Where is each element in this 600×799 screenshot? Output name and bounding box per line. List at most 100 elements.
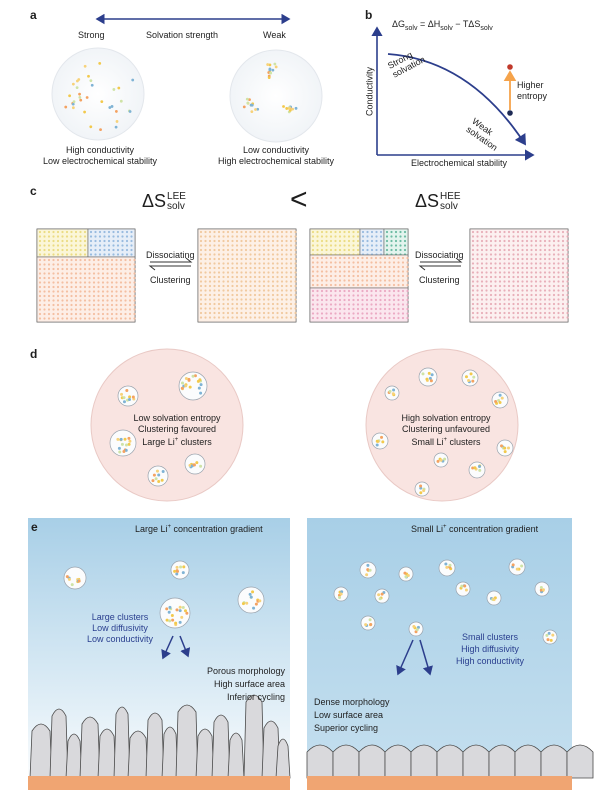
grid-dot [74, 244, 78, 247]
grid-dot [489, 289, 493, 292]
grid-dot [325, 248, 328, 252]
grid-dot [392, 265, 396, 269]
grid-dot [253, 298, 257, 301]
grid-dot [530, 271, 533, 274]
grid-dot [365, 294, 369, 297]
grid-dot [334, 256, 337, 260]
grid-dot [70, 267, 73, 271]
grid-dot [374, 265, 378, 269]
grid-dot [383, 256, 387, 260]
grid-dot [249, 239, 252, 243]
grid-dot [119, 272, 123, 275]
grid-dot [65, 253, 69, 256]
cluster-ion [249, 595, 253, 599]
panel-e-graphics [28, 518, 594, 790]
grid-dot [352, 307, 355, 311]
grid-dot [521, 293, 524, 297]
cluster-ion [167, 610, 171, 614]
grid-dot [258, 280, 261, 283]
grid-dot [525, 298, 529, 301]
grid-dot [347, 283, 351, 287]
grid-dot [503, 262, 506, 265]
grid-dot [116, 230, 120, 234]
grid-dot [244, 302, 248, 306]
grid-dot [267, 284, 270, 288]
grid-dot [320, 298, 324, 302]
grid-dot [94, 235, 97, 238]
grid-dot [552, 271, 556, 274]
grid-dot [208, 280, 212, 283]
grid-dot [548, 307, 551, 310]
grid-dot [366, 239, 369, 243]
low-entropy-text-3: Large Li+ clusters [142, 437, 212, 447]
grid-dot [539, 271, 542, 274]
grid-dot [525, 235, 529, 238]
grid-dot [231, 275, 234, 279]
grid-dot [121, 248, 124, 252]
grid-dot [521, 257, 524, 261]
grid-dot [56, 276, 60, 280]
grid-dot [88, 263, 91, 266]
cluster-ion [131, 395, 135, 399]
grid-dot [494, 316, 497, 319]
grid-dot [47, 281, 51, 284]
grid-dot [352, 312, 355, 315]
grid-dot [294, 275, 297, 279]
cluster-ion [175, 608, 179, 612]
grid-dot [347, 289, 351, 293]
grid-dot [566, 271, 569, 274]
large-li-clusters [109, 371, 208, 487]
grid-dot [253, 293, 257, 297]
cluster-ion [175, 565, 179, 569]
grid-dot [213, 293, 216, 297]
grid-dot [494, 275, 497, 279]
grid-dot [543, 284, 547, 288]
grid-dot [289, 316, 293, 319]
grid-dot [503, 316, 506, 319]
grid-dot [356, 265, 360, 269]
grid-dot [311, 244, 315, 247]
grid-dot [403, 248, 407, 252]
grid-dot [552, 244, 556, 247]
grid-dot [119, 276, 123, 280]
grid-dot [199, 239, 203, 243]
grid-dot [103, 244, 106, 247]
grid-dot [485, 253, 488, 256]
grid-dot [494, 266, 497, 270]
grid-dot [97, 276, 100, 280]
grid-dot [83, 263, 87, 266]
grid-dot [92, 299, 96, 302]
ion-dot [87, 74, 90, 78]
grid-dot [106, 312, 109, 316]
grid-dot [548, 271, 551, 274]
li-cluster [461, 369, 479, 387]
grid-dot [226, 253, 230, 256]
grid-dot [61, 248, 64, 252]
grid-dot [285, 280, 288, 283]
grid-dot [383, 312, 387, 315]
grid-dot [56, 290, 60, 293]
grid-dot [285, 311, 288, 315]
grid-dot [226, 311, 230, 315]
grid-dot [97, 317, 100, 320]
grid-dot [485, 316, 488, 319]
strong-solvation-droplet [51, 47, 145, 141]
grid-dot [561, 298, 565, 301]
grid-dot [124, 317, 127, 320]
grid-dot [92, 263, 96, 266]
grid-dot [110, 312, 114, 316]
grid-dot [539, 248, 542, 252]
grid-dot [103, 248, 106, 252]
right-diffusion-arrows [396, 639, 433, 676]
grid-dot [38, 267, 42, 271]
grid-dot [385, 235, 389, 238]
grid-dot [128, 317, 132, 320]
grid-dot [392, 316, 396, 320]
grid-dot [226, 266, 230, 270]
cluster-dot [273, 62, 277, 66]
grid-dot [240, 257, 243, 261]
grid-dot [480, 271, 484, 274]
ion-dot [99, 128, 102, 132]
grid-dot [133, 281, 136, 284]
